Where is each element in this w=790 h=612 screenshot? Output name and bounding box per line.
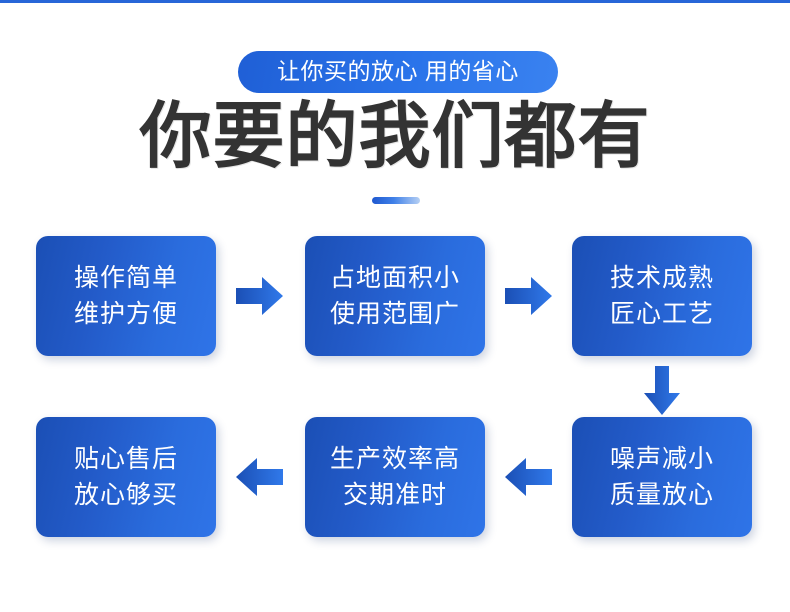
feature-card-line-2: 匠心工艺 <box>609 300 714 328</box>
feature-card-operation-simple: 操作简单 维护方便 <box>36 236 216 356</box>
arrow-left-icon <box>236 455 284 499</box>
feature-card-line-1: 操作简单 <box>73 264 178 292</box>
feature-card-line-1: 占地面积小 <box>329 264 460 292</box>
feature-card-line-1: 贴心售后 <box>73 445 178 473</box>
feature-card-line-2: 维护方便 <box>73 300 178 328</box>
title-divider <box>372 197 420 204</box>
feature-card-line-1: 技术成熟 <box>609 264 714 292</box>
feature-card-line-2: 质量放心 <box>609 481 714 509</box>
feature-card-mature-technology: 技术成熟 匠心工艺 <box>572 236 752 356</box>
arrow-left-icon <box>505 455 553 499</box>
tagline-badge: 让你买的放心 用的省心 <box>238 51 558 93</box>
feature-card-after-sales: 贴心售后 放心够买 <box>36 417 216 537</box>
top-accent-strip <box>0 0 790 3</box>
arrow-right-icon <box>505 274 553 318</box>
feature-card-line-1: 生产效率高 <box>329 445 460 473</box>
feature-card-small-footprint: 占地面积小 使用范围广 <box>305 236 485 356</box>
feature-card-line-1: 噪声减小 <box>609 445 714 473</box>
page-title: 你要的我们都有 <box>139 97 651 177</box>
feature-card-line-2: 交期准时 <box>342 481 447 509</box>
feature-card-high-efficiency: 生产效率高 交期准时 <box>305 417 485 537</box>
feature-card-line-2: 使用范围广 <box>329 300 460 328</box>
feature-card-low-noise: 噪声减小 质量放心 <box>572 417 752 537</box>
arrow-down-icon <box>642 366 682 416</box>
tagline-badge-label: 让你买的放心 用的省心 <box>277 57 519 84</box>
arrow-right-icon <box>236 274 284 318</box>
feature-card-line-2: 放心够买 <box>73 481 178 509</box>
header-section: 让你买的放心 用的省心 你要的我们都有 <box>0 0 790 215</box>
